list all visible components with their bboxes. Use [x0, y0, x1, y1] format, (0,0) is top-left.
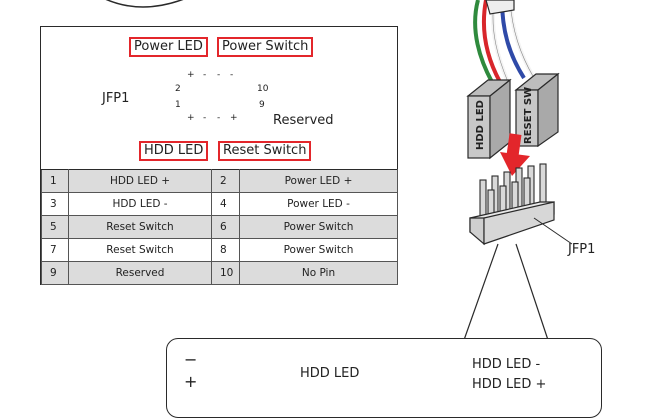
polarity-plus: + [230, 113, 238, 123]
label-power-led: Power LED [129, 37, 208, 57]
pin-number-cell: 9 [41, 261, 69, 285]
zoom-plus-sign: + [184, 372, 198, 391]
hdd-led-plug [466, 78, 512, 160]
pin-number-cell: 7 [41, 238, 69, 262]
label-reset-switch: Reset Switch [218, 141, 312, 161]
pin-name-cell: HDD LED + [68, 169, 212, 193]
polarity-minus: - [203, 113, 207, 123]
pin-number-cell: 4 [211, 192, 240, 216]
pin-number-cell: 6 [211, 215, 240, 239]
reset-sw-plug [514, 72, 560, 148]
label-jfp1: JFP1 [102, 91, 130, 106]
pin-number-cell: 3 [41, 192, 69, 216]
polarity-minus: - [203, 70, 207, 80]
zoom-plug-label: HDD LED [300, 366, 360, 381]
pin-label-10: 10 [257, 84, 269, 94]
pin-name-cell: Power Switch [239, 238, 398, 262]
pin-name-cell: Reset Switch [68, 215, 212, 239]
pin-label-2: 2 [175, 84, 181, 94]
polarity-plus: + [187, 113, 195, 123]
zoom-pin-plus-label: HDD LED + [472, 377, 547, 392]
pin-name-cell: Reserved [68, 261, 212, 285]
label-power-switch: Power Switch [217, 37, 314, 57]
pin-name-cell: No Pin [239, 261, 398, 285]
zoom-pin-minus-label: HDD LED - [472, 357, 541, 372]
jfp1-pinout-panel: Power LED Power Switch HDD LED Reset Swi… [40, 26, 398, 285]
plug-label-reset-sw: RESET SW [523, 86, 534, 144]
pin-name-cell: Reset Switch [68, 238, 212, 262]
pin-name-cell: Power LED + [239, 169, 398, 193]
polarity-minus: - [217, 70, 221, 80]
polarity-minus: - [230, 70, 234, 80]
zoom-line-left [463, 243, 499, 341]
pin-name-cell: Power LED - [239, 192, 398, 216]
pin-number-cell: 5 [41, 215, 69, 239]
insert-arrow [500, 133, 530, 176]
header-label-jfp1: JFP1 [568, 242, 596, 257]
magnifier-circle-arc [105, 0, 184, 8]
pin-label-9: 9 [259, 100, 265, 110]
polarity-minus: - [217, 113, 221, 123]
plug-label-hdd-led: HDD LED [475, 100, 486, 150]
zoom-line-right [515, 243, 549, 341]
label-hdd-led: HDD LED [139, 141, 209, 161]
wire-bundle [473, 0, 536, 83]
pin-number-cell: 10 [211, 261, 240, 285]
jfp1-header [469, 163, 573, 246]
pin-number-cell: 1 [41, 169, 69, 193]
pin-number-cell: 8 [211, 238, 240, 262]
polarity-plus: + [187, 70, 195, 80]
top-connector-stub [485, 0, 515, 15]
pin-label-1: 1 [175, 100, 181, 110]
zoom-minus-sign: − [184, 350, 198, 369]
label-reserved: Reserved [273, 113, 334, 128]
pin-number-cell: 2 [211, 169, 240, 193]
pin-name-cell: Power Switch [239, 215, 398, 239]
pin-name-cell: HDD LED - [68, 192, 212, 216]
